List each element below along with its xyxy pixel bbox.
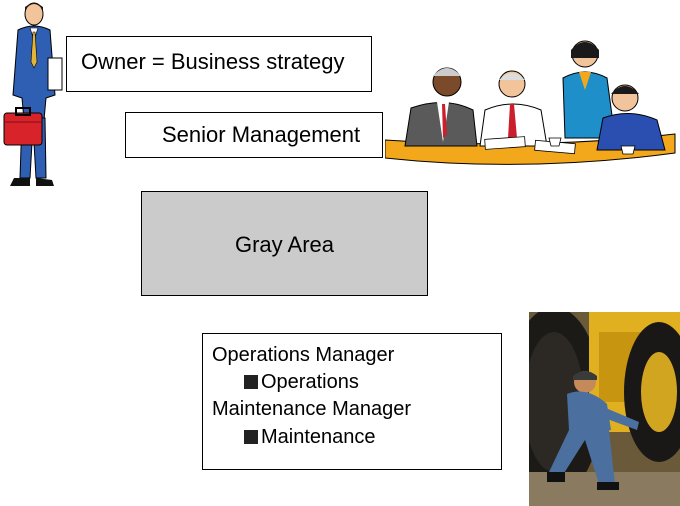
operations-manager-label: Operations Manager [212,344,395,366]
owner-box: Owner = Business strategy [66,36,372,92]
operations-label: Operations [261,371,359,393]
square-bullet-icon [244,430,258,444]
square-bullet-icon [244,375,258,389]
owner-label: Owner = Business strategy [81,49,345,74]
maintenance-label: Maintenance [261,426,376,448]
senior-management-label: Senior Management [162,122,361,147]
meeting-illustration [385,40,676,165]
maintenance-manager-label: Maintenance Manager [212,398,412,420]
gray-area-box: Gray Area [141,191,428,296]
businessman-illustration [3,2,63,186]
maintenance-item: Maintenance [244,426,376,449]
gray-area-label: Gray Area [234,232,335,257]
maintenance-worker-photo [529,312,680,506]
senior-management-box: Senior Management [125,112,383,158]
operations-maintenance-box: Operations Manager Operations Maintenanc… [202,333,502,470]
operations-item: Operations [244,371,359,394]
